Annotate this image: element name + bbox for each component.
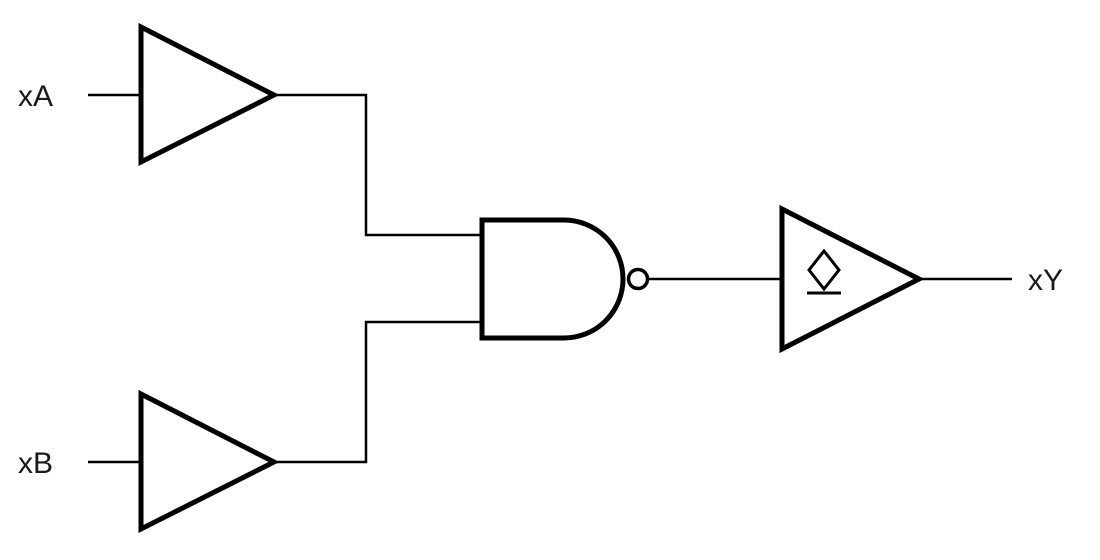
output-buffer [779,204,925,354]
input-a-label: xA [18,80,53,113]
pin-labels: xA xB xY [18,80,1063,480]
nand-gate-body [479,217,626,341]
buffer-a-to-nand-wire [274,93,482,237]
open-drain-diamond [807,248,841,292]
wires [88,93,1012,464]
input-buffer-b [138,389,280,534]
buffer-b-to-nand-wire [274,320,482,464]
inversion-bubble-icon [626,267,650,291]
input-b-label: xB [18,447,53,480]
open-drain-icon [807,248,841,295]
gates [138,22,925,534]
input-buffer-a [138,22,280,167]
output-label: xY [1028,264,1063,297]
